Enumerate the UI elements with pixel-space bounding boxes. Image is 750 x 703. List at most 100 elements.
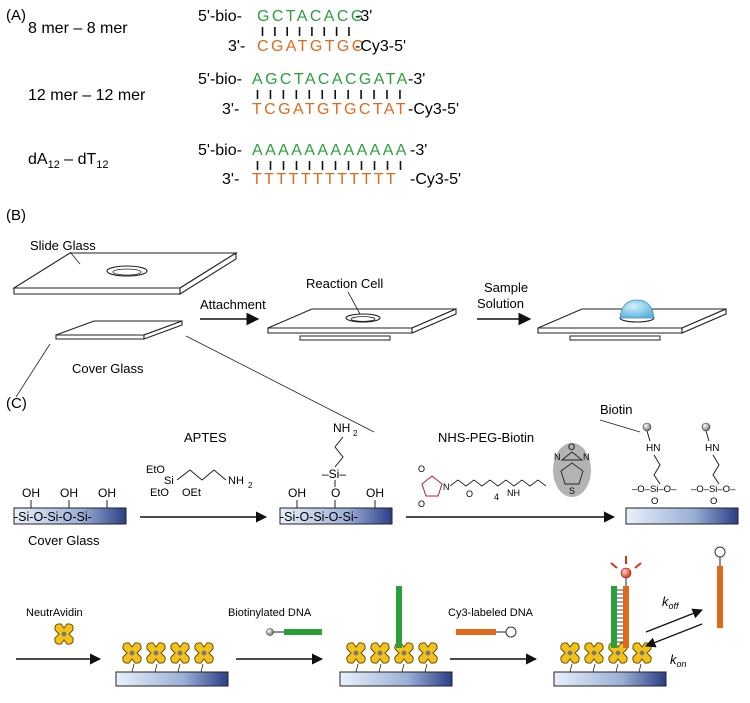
nhs-peg-biotin-structure: O O N O 4 NH N N O S	[418, 442, 591, 509]
aptes-o: O	[331, 486, 340, 500]
aptes-nh2-sub: 2	[248, 481, 253, 490]
biotin-pointer	[599, 419, 641, 433]
aptes-amine: NH	[333, 421, 350, 435]
pair-3-top-suffix: -3'	[410, 142, 427, 159]
biotin-o-right: O	[710, 496, 717, 507]
neutravidin-label: NeutrAvidin	[26, 607, 83, 619]
pair-1-top-seq: GCTACACG	[257, 8, 366, 25]
biotinylated-dna-icon	[266, 628, 322, 636]
reaction-cell-label: Reaction Cell	[306, 276, 383, 291]
nhs-peg-biotin-label: NHS-PEG-Biotin	[438, 430, 534, 445]
pair-1-name: 8 mer – 8 mer	[28, 20, 128, 37]
pair-1-top-prefix: 5'-bio-	[198, 8, 242, 25]
pair-2-top-suffix: -3'	[408, 71, 425, 88]
reaction-cell-pointer	[347, 291, 361, 315]
pair-3-bottom-seq: TTTTTTTTTTTT	[252, 171, 398, 188]
avidin-surface-3	[553, 556, 667, 687]
cover-glass-label: Cover Glass	[72, 361, 144, 376]
cover-glass	[55, 320, 183, 340]
pair-3-name-sub2: 12	[96, 159, 108, 171]
panel-c-label: (C)	[6, 395, 27, 412]
zoom-line-left	[15, 343, 51, 398]
immobilized-dna-strand	[396, 586, 402, 648]
peg-o: O	[466, 489, 473, 499]
slide-glass-pointer	[69, 251, 81, 265]
pair-3-basepair-ticks	[256, 161, 402, 170]
cover-glass-surface-1: -Si-O-Si-O-Si- OH OH OH	[13, 486, 127, 525]
biotin-surface: HN HN –O–Si–O– –O–Si–O– O O	[625, 422, 739, 525]
oh-1: OH	[22, 486, 40, 500]
biotin-hn-2: N	[583, 452, 590, 462]
kon-sub: on	[677, 659, 687, 669]
biotin-si-chain-right: –O–Si–O–	[691, 484, 736, 495]
aptes-eto-2: EtO	[150, 487, 169, 499]
oh-3: OH	[98, 486, 116, 500]
reaction-cell-assembly	[267, 308, 457, 341]
biotin-s: S	[569, 486, 575, 496]
pair-1-bottom-seq: CGATGTGC	[257, 38, 366, 55]
sample-solution-label-2: Solution	[477, 296, 524, 311]
biotin-label: Biotin	[600, 402, 633, 417]
cy3-fluorophore-emitting	[620, 567, 632, 579]
koff-k: k	[662, 594, 670, 609]
koff-label: koff	[662, 594, 680, 611]
aptes-eto-1: EtO	[146, 464, 165, 476]
peg-nh: NH	[507, 488, 520, 498]
pair-2-name: 12 mer – 12 mer	[28, 87, 146, 104]
cy3-labeled-dna-icon	[456, 626, 517, 638]
oh-2: OH	[60, 486, 78, 500]
panel-a-label: (A)	[6, 7, 26, 24]
pair-3-name-mid: – dT	[60, 151, 97, 168]
zoom-line-right	[185, 335, 375, 433]
neutravidin-icon	[54, 623, 74, 645]
nhs-n: N	[443, 482, 450, 492]
aptes-structure: EtO Si EtO OEt NH 2	[146, 464, 253, 499]
pair-3-top-seq: AAAAAAAAAAAA	[252, 142, 409, 159]
fluorescence-rays	[610, 556, 642, 569]
biotin-highlight	[553, 443, 591, 497]
pair-3-bottom-prefix: 3'-	[222, 171, 239, 188]
pair-1-top-suffix: -3'	[355, 8, 372, 25]
nhs-o-2: O	[418, 499, 425, 509]
koff-arrow	[645, 608, 703, 633]
kon-label: kon	[670, 652, 687, 669]
biotin-hn-left: HN	[646, 443, 660, 454]
koff-sub: off	[669, 601, 681, 611]
reaction-cell-with-sample	[537, 299, 727, 341]
avidin-surface-2	[339, 586, 453, 687]
pair-1-basepair-ticks	[261, 27, 350, 36]
aptes-nh2: NH	[228, 475, 244, 487]
sample-droplet	[619, 299, 655, 319]
pair-2-top-seq: AGCTACACGATA	[252, 71, 410, 88]
slide-glass-label: Slide Glass	[30, 238, 96, 253]
peg-sub: 4	[494, 492, 499, 502]
pair-3-name: dA12 – dT12	[28, 151, 109, 171]
aptes-oet: OEt	[182, 487, 201, 499]
biotin-hn-right: HN	[705, 443, 719, 454]
pair-2-bottom-suffix: -Cy3-5'	[408, 101, 459, 118]
cover-glass-surface-2: -Si-O-Si-O-Si- OH OH O –Si– NH 2	[279, 421, 393, 525]
surface-2-text: -Si-O-Si-O-Si-	[280, 510, 358, 524]
pair-2-bottom-seq: TCGATGTGCTAT	[252, 101, 408, 118]
pair-2-basepair-ticks	[256, 90, 401, 99]
sample-solution-label-1: Sample	[484, 280, 528, 295]
aptes-si-dash: –Si–	[322, 467, 346, 481]
hybridized-green-strand	[611, 586, 617, 648]
aptes-amine-sub: 2	[353, 429, 358, 438]
kon-arrow	[645, 623, 703, 648]
pair-2-bottom-prefix: 3'-	[222, 101, 239, 118]
slide-glass	[12, 252, 238, 295]
pair-3-name-main: dA	[28, 151, 48, 168]
nhs-o-1: O	[418, 464, 425, 474]
biotin-o: O	[568, 442, 575, 452]
panel-b-label: (B)	[6, 207, 26, 224]
kon-k: k	[670, 652, 678, 667]
cy3-labeled-dna-label: Cy3-labeled DNA	[448, 607, 534, 619]
biotin-hn-1: N	[554, 452, 561, 462]
free-cy3-dna	[714, 546, 726, 628]
hybridized-orange-strand	[623, 586, 629, 648]
biotin-si-chain-left: –O–Si–O–	[632, 484, 677, 495]
biotin-o-left: O	[651, 496, 658, 507]
pair-3-bottom-suffix: -Cy3-5'	[410, 171, 461, 188]
